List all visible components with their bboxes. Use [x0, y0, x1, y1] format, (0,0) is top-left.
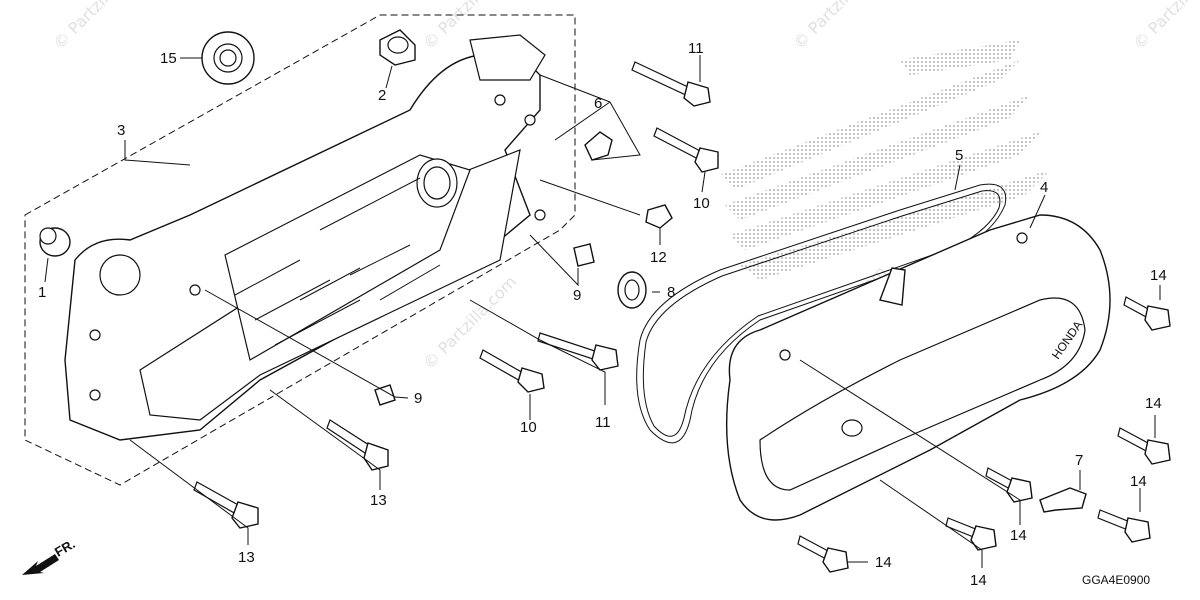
part-label-13: 13 [238, 549, 255, 566]
part-7-clamp [1039, 487, 1087, 513]
part-label-10: 10 [693, 195, 710, 212]
left-crankcase-cover [64, 34, 546, 441]
front-indicator: FR. [22, 536, 78, 575]
part-label-10: 10 [520, 419, 537, 436]
part-label-15: 15 [160, 50, 177, 67]
part-6-clip [584, 131, 613, 161]
part-label-11: 11 [688, 40, 704, 57]
part-label-2: 2 [378, 87, 386, 104]
part-label-14: 14 [1130, 473, 1147, 490]
part-label-group: 15 2 3 1 6 11 10 12 9 8 9 10 11 13 13 5 … [38, 40, 1167, 589]
part-label-14: 14 [970, 572, 987, 589]
part-label-9: 9 [573, 287, 581, 304]
front-arrow-icon [22, 554, 59, 575]
part-label-9: 9 [414, 390, 422, 407]
watermark: © Partzilla.com [49, 0, 150, 53]
part-label-8: 8 [667, 284, 675, 301]
watermark: © Partzilla.com [789, 0, 890, 53]
part-label-14: 14 [1150, 267, 1167, 284]
part-9-collar [374, 243, 595, 406]
diagram-code: GGA4E0900 [1082, 573, 1150, 587]
part-1-dowel [39, 227, 71, 257]
part-8-seal [617, 271, 647, 309]
watermark: © Partzilla.com [1129, 0, 1200, 53]
part-label-14: 14 [875, 554, 892, 571]
bolt-group [193, 61, 1171, 573]
part-label-4: 4 [1040, 179, 1048, 196]
assembly-boundary [24, 14, 576, 486]
part-label-3: 3 [117, 122, 125, 139]
part-label-14: 14 [1145, 395, 1162, 412]
leader-lines [44, 55, 1161, 568]
part-label-1: 1 [38, 284, 46, 301]
part-12-bolt [645, 204, 673, 229]
part-label-11: 11 [595, 414, 611, 431]
part-label-14: 14 [1010, 527, 1027, 544]
part-label-12: 12 [650, 249, 667, 266]
part-4-outer-cover [725, 214, 1111, 521]
part-label-7: 7 [1075, 452, 1083, 469]
honda-wing-logo [720, 40, 1050, 280]
part-5-gasket [636, 183, 1007, 444]
part-2-collar [379, 29, 416, 66]
part-label-5: 5 [955, 147, 963, 164]
part-label-6: 6 [594, 95, 602, 112]
part-15-bearing [201, 31, 255, 85]
part-label-13: 13 [370, 492, 387, 509]
